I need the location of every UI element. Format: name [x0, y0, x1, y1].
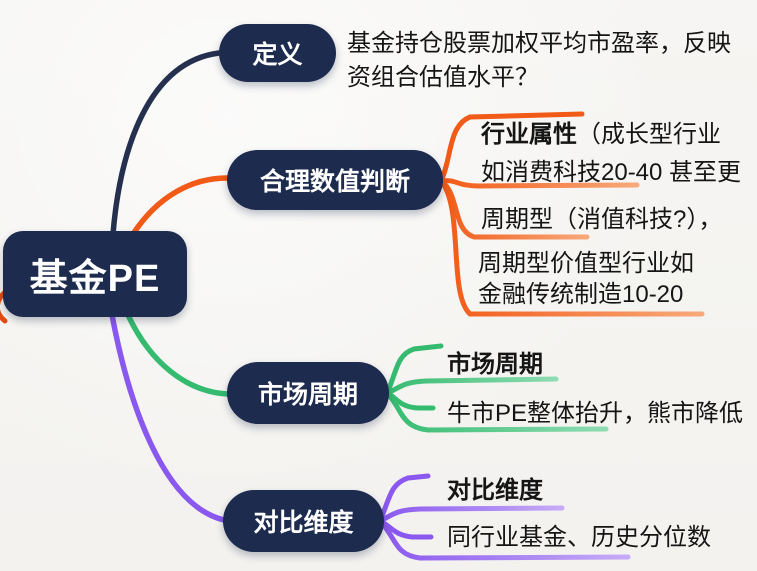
- connector-judgement-item1-hook: [438, 111, 585, 184]
- definition-note-line1: 基金持仓股票加权平均市盈率，反映: [347, 30, 731, 57]
- branch-node-market-cycle-label: 市场周期: [257, 381, 358, 409]
- value-industry-line2: 金融传统制造10-20: [478, 281, 684, 308]
- industry-attribute-rest: （成长型行业: [577, 121, 721, 148]
- connector-judgement-item1-underline: [438, 178, 640, 189]
- topic-definition-note[interactable]: 基金持仓股票加权平均市盈率，反映 资组合估值水平？: [347, 27, 731, 95]
- cyclical-type-text: 周期型（消值科技?），: [481, 206, 723, 233]
- branch-node-definition-label: 定义: [252, 41, 303, 69]
- value-industry-line1: 周期型价值型行业如: [478, 250, 694, 277]
- industry-attribute-title: 行业属性: [481, 121, 577, 148]
- branch-node-judgement[interactable]: 合理数值判断: [227, 150, 443, 210]
- branch-node-judgement-label: 合理数值判断: [259, 168, 410, 196]
- branch-node-comparison-label: 对比维度: [253, 509, 354, 537]
- industry-attribute-line2: 如消费科技20-40 甚至更: [481, 159, 742, 186]
- branch-node-definition[interactable]: 定义: [219, 24, 336, 82]
- topic-value-industry[interactable]: 周期型价值型行业如 金融传统制造10-20: [478, 248, 694, 310]
- definition-note-line2: 资组合估值水平？: [347, 64, 539, 91]
- connector-edge-left: [0, 290, 8, 324]
- root-node-fund-pe[interactable]: 基金PE: [3, 231, 187, 317]
- topic-bull-bear-note[interactable]: 牛市PE整体抬升，熊市降低: [447, 397, 743, 430]
- branch-node-market-cycle[interactable]: 市场周期: [227, 362, 389, 424]
- connector-comparison-item2-underline: [377, 518, 631, 561]
- connector-market-item1-underline: [384, 376, 559, 396]
- comparison-note-text: 同行业基金、历史分位数: [447, 524, 711, 551]
- connector-market-item2-underline: [384, 390, 609, 433]
- connector-comparison-item1-hook: [377, 473, 431, 524]
- comparison-header-text: 对比维度: [447, 477, 543, 504]
- connector-judgement-item3-underline: [438, 178, 705, 317]
- industry-attribute-line1: 行业属性（成长型行业: [481, 116, 741, 154]
- connector-root-comparison: [109, 312, 227, 523]
- branch-node-comparison[interactable]: 对比维度: [223, 490, 384, 552]
- root-node-label: 基金PE: [29, 257, 161, 300]
- topic-market-cycle-header[interactable]: 市场周期: [447, 348, 543, 381]
- bull-bear-note-text: 牛市PE整体抬升，熊市降低: [447, 400, 744, 427]
- connector-comparison-item1-underline: [377, 505, 565, 524]
- topic-comparison-note[interactable]: 同行业基金、历史分位数: [447, 521, 711, 554]
- connector-root-definition: [110, 50, 222, 237]
- market-cycle-header-text: 市场周期: [447, 351, 543, 378]
- connector-root-market: [125, 312, 231, 397]
- topic-comparison-header[interactable]: 对比维度: [447, 474, 543, 507]
- connector-market-item1-hook: [384, 343, 444, 396]
- topic-industry-attribute[interactable]: 行业属性（成长型行业 如消费科技20-40 甚至更: [481, 116, 741, 192]
- connector-root-judgement: [130, 175, 230, 237]
- topic-cyclical-type[interactable]: 周期型（消值科技?），: [481, 203, 722, 236]
